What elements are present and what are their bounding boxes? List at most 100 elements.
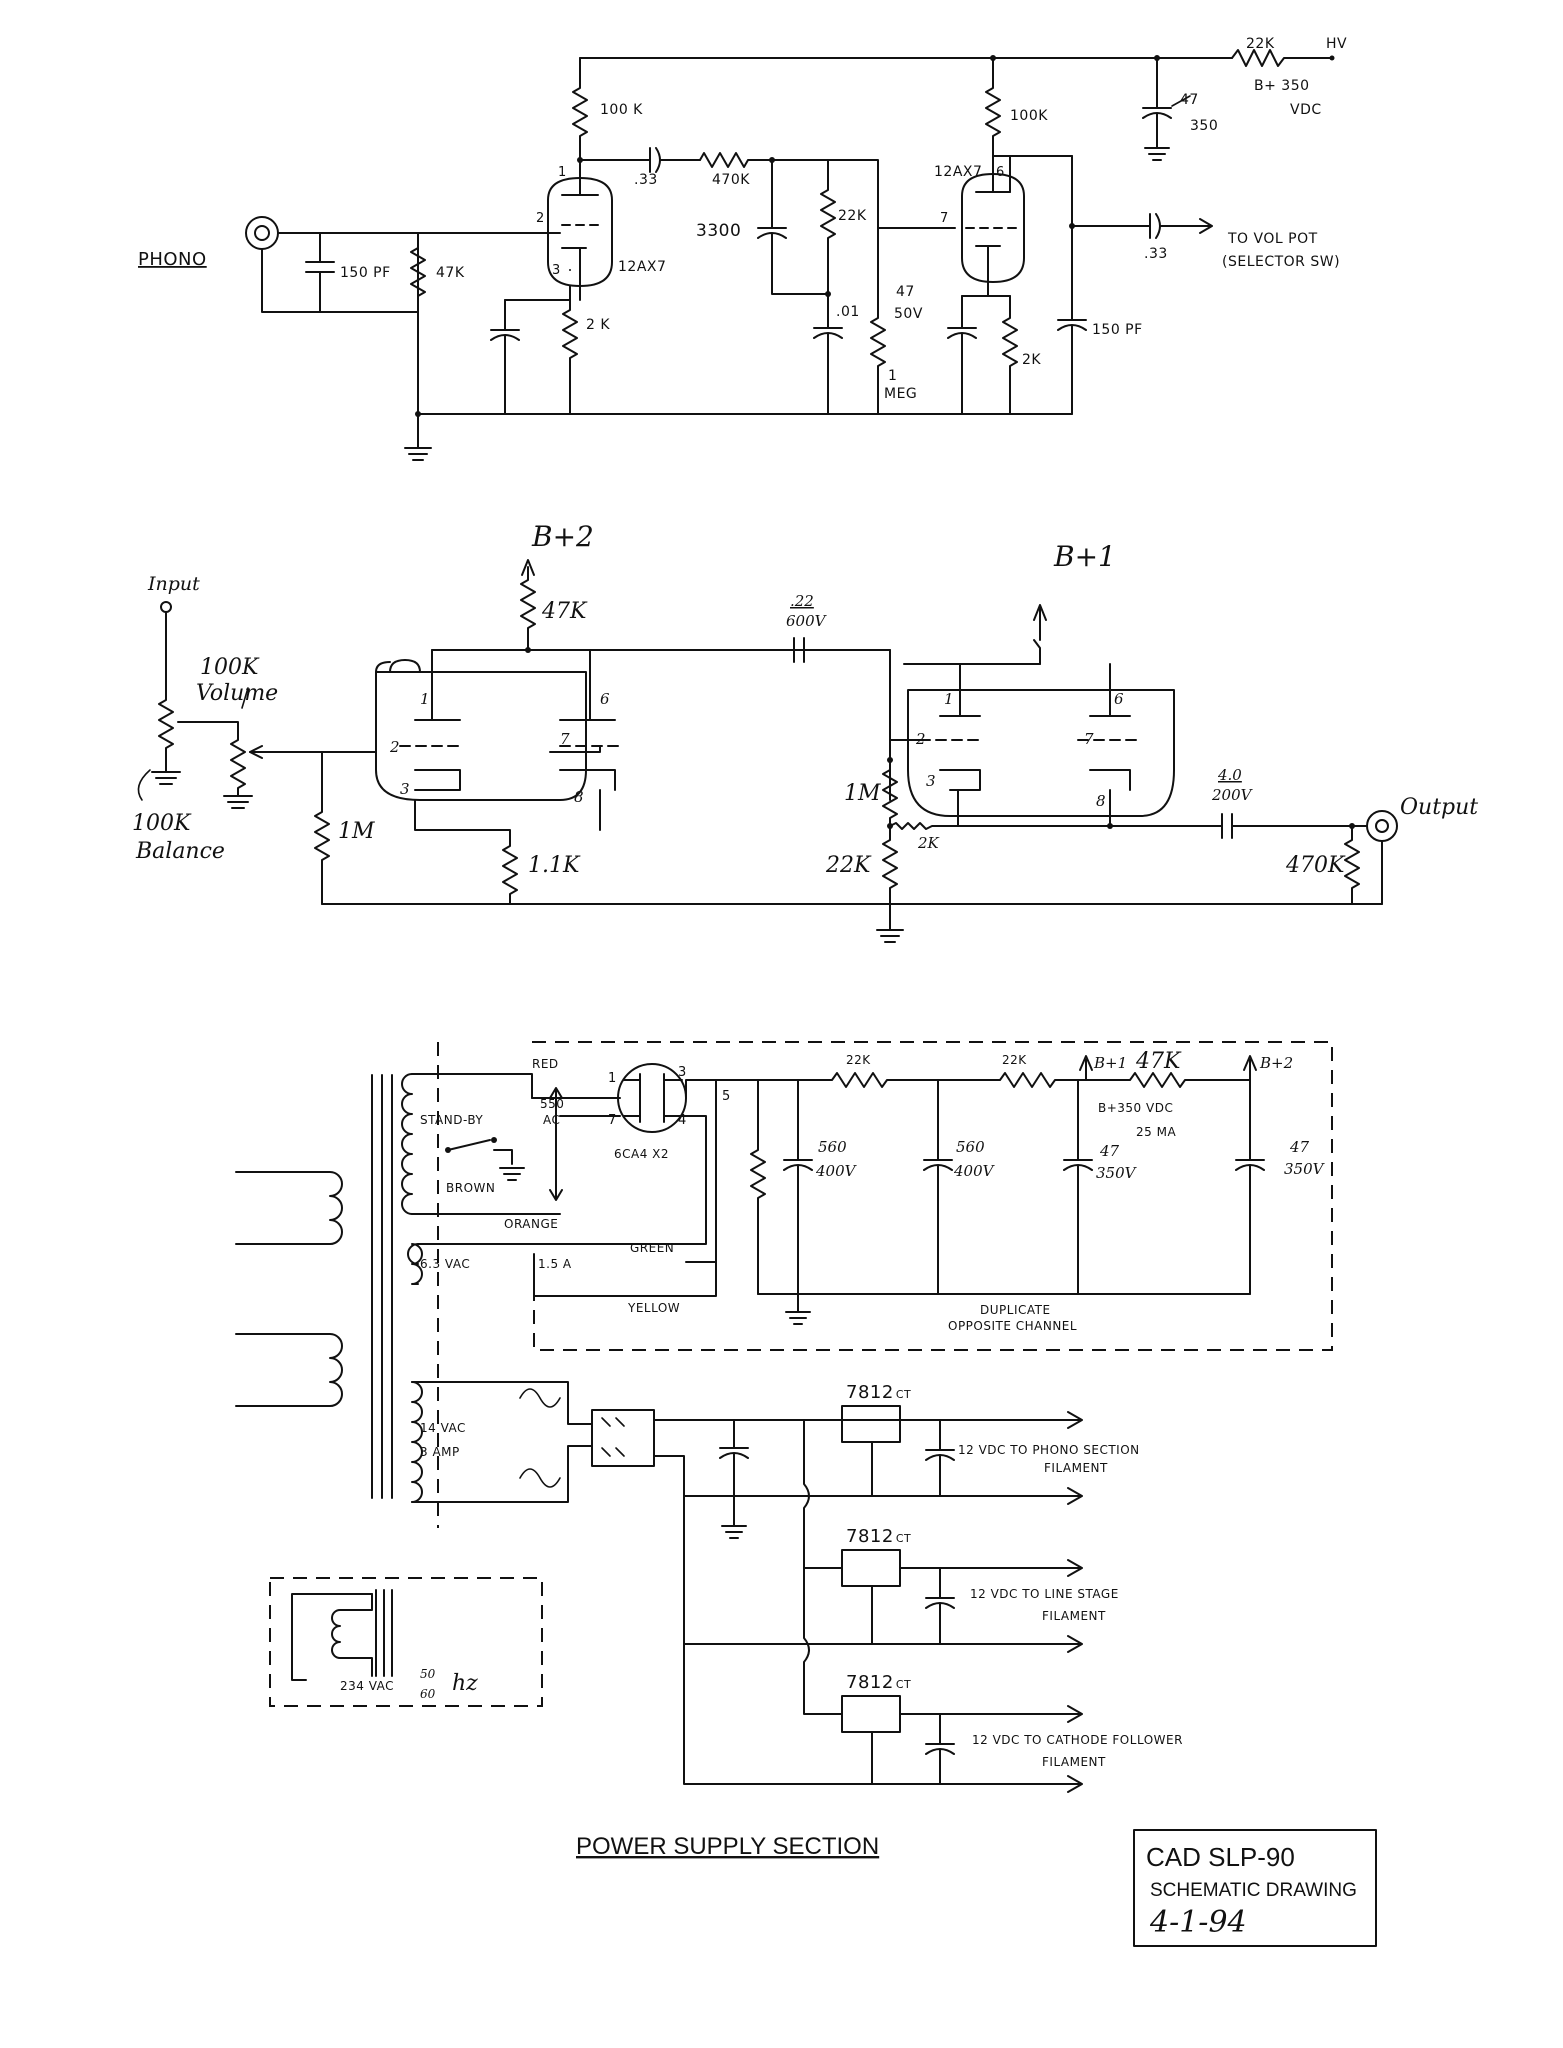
eq-cap-label: 3300 xyxy=(696,221,741,241)
balance-label-2: Balance xyxy=(135,839,225,864)
line-pin-2: 2 xyxy=(389,738,400,756)
rect-pin-1: 1 xyxy=(608,1071,616,1086)
vac63-label: 6.3 VAC xyxy=(420,1257,470,1271)
line-r-pin-8: 8 xyxy=(1096,792,1106,810)
hz-label: hz xyxy=(452,1671,478,1696)
line-pin-3: 3 xyxy=(400,780,410,798)
line-fb-res-label: 1M xyxy=(844,781,881,806)
green-wire-label: GREEN xyxy=(630,1241,674,1255)
title-block-model: CAD SLP-90 xyxy=(1146,1842,1295,1872)
rect-pin-3: 3 xyxy=(678,1065,686,1080)
line-grid-res-label: 1M xyxy=(338,819,375,844)
c4-value-label: 47 xyxy=(1289,1138,1310,1156)
line-cathode-res-2-label: 2K xyxy=(917,834,940,852)
volume-label-2: Volume xyxy=(196,681,278,706)
c1-value-label: 560 xyxy=(818,1138,847,1156)
orange-wire-label: ORANGE xyxy=(504,1217,558,1231)
ps-b2-label: B+2 xyxy=(1259,1054,1293,1072)
line-plate-res-label: 47K xyxy=(541,599,588,624)
line-stage xyxy=(137,559,1398,943)
rect-pin-4: 4 xyxy=(678,1113,686,1128)
grid-res-label-1: 1 xyxy=(888,368,897,384)
v550-label: 550 xyxy=(540,1097,564,1111)
c2-voltage-label: 400V xyxy=(953,1162,996,1180)
rect-pin-7: 7 xyxy=(608,1113,616,1128)
v1-pin-2: 2 xyxy=(536,211,544,226)
hv-res-label: 22K xyxy=(1246,36,1275,52)
opposite-channel-label: OPPOSITE CHANNEL xyxy=(948,1319,1077,1333)
out2-label-2: FILAMENT xyxy=(1042,1609,1106,1623)
amp3-label: 3 AMP xyxy=(420,1445,460,1459)
line-out-cap-label-1: 4.0 xyxy=(1217,766,1242,784)
title-block: CAD SLP-90 SCHEMATIC DRAWING 4-1-94 xyxy=(1133,1829,1377,1947)
power-section-title: POWER SUPPLY SECTION xyxy=(576,1833,879,1860)
v1-pin-3: 3 xyxy=(552,263,560,278)
hv-label: HV xyxy=(1326,36,1347,52)
mains-label: 234 VAC xyxy=(340,1679,394,1693)
red-wire-label: RED xyxy=(532,1057,559,1071)
vac-label: AC xyxy=(543,1113,560,1127)
c2-value-label: 560 xyxy=(956,1138,985,1156)
vac14-label: 14 VAC xyxy=(420,1421,466,1435)
bplus-vdc-label: B+350 VDC xyxy=(1098,1101,1173,1115)
rectifier-tube-label: 6CA4 X2 xyxy=(614,1147,669,1161)
hv-cap-label-2: 350 xyxy=(1190,118,1218,134)
ps-b1-label: B+1 xyxy=(1093,1054,1127,1072)
v2-cathode-res-label: 2K xyxy=(1022,352,1041,368)
v1-cathode-res-label: 2 K xyxy=(586,317,610,333)
c3-value-label: 47 xyxy=(1099,1142,1120,1160)
hz-num-label: 50 xyxy=(420,1667,436,1681)
line-labels: B+2 B+1 47K .22 600V Input 100K Volume 1… xyxy=(132,520,1478,878)
title-block-frame xyxy=(1133,1829,1377,1947)
line-couple-cap-label-1: .22 xyxy=(790,592,814,610)
out3-label-1: 12 VDC TO CATHODE FOLLOWER xyxy=(972,1733,1183,1747)
phono-in-res-label: 47K xyxy=(436,265,465,281)
c3-voltage-label: 350V xyxy=(1096,1164,1138,1182)
duplicate-label: DUPLICATE xyxy=(980,1303,1051,1317)
phono-stage xyxy=(245,49,1335,461)
phono-labels: PHONO 150 PF 47K 100 K 12AX7 2 K .33 470… xyxy=(138,36,1347,402)
phono-input-label: PHONO xyxy=(138,249,207,270)
v1-pin-1: 1 xyxy=(558,165,566,180)
output-label: Output xyxy=(1400,795,1478,820)
brown-wire-label: BROWN xyxy=(446,1181,495,1195)
ps-r1-label: 22K xyxy=(846,1053,871,1067)
v2-pin-7: 7 xyxy=(940,211,948,226)
standby-label: STAND-BY xyxy=(420,1113,483,1127)
series-res-label: 470K xyxy=(712,172,750,188)
out1-label-2: FILAMENT xyxy=(1044,1461,1108,1475)
bplus-label-1: B+ 350 xyxy=(1254,78,1310,94)
title-block-date: 4-1-94 xyxy=(1149,1905,1247,1940)
volume-label-1: 100K xyxy=(200,655,260,680)
c4-voltage-label: 350V xyxy=(1284,1160,1326,1178)
out-cap-label: .33 xyxy=(1144,246,1168,262)
ma-label: 25 MA xyxy=(1136,1125,1176,1139)
line-pin-8: 8 xyxy=(574,788,584,806)
out2-label-1: 12 VDC TO LINE STAGE xyxy=(970,1587,1119,1601)
line-couple-cap-label-2: 600V xyxy=(786,612,828,630)
line-bias-res-label: 22K xyxy=(825,853,872,878)
ps-r2-label: 22K xyxy=(1002,1053,1027,1067)
line-pin-6: 6 xyxy=(600,690,610,708)
fb-cap-label: 150 PF xyxy=(1092,322,1143,338)
balance-label-1: 100K xyxy=(132,811,192,836)
ps-r3-label: 47K xyxy=(1135,1049,1182,1074)
c1-voltage-label: 400V xyxy=(815,1162,858,1180)
line-out-res-label: 470K xyxy=(1285,853,1346,878)
grid-res-label-2: MEG xyxy=(884,386,917,402)
phono-in-cap-label: 150 PF xyxy=(340,265,391,281)
eq-res-label: 22K xyxy=(838,208,867,224)
bypass-cap-label-1: 47 xyxy=(896,284,915,300)
power-labels: RED 550 AC STAND-BY BROWN ORANGE GREEN Y… xyxy=(340,1049,1326,1860)
power-supply xyxy=(235,1041,1333,1793)
out1-label-1: 12 VDC TO PHONO SECTION xyxy=(958,1443,1140,1457)
eq-cap2-label: .01 xyxy=(836,304,860,320)
v1-tube-label: 12AX7 xyxy=(618,259,666,275)
v2-pin-6: 6 xyxy=(996,165,1004,180)
b1-label: B+1 xyxy=(1053,540,1116,573)
